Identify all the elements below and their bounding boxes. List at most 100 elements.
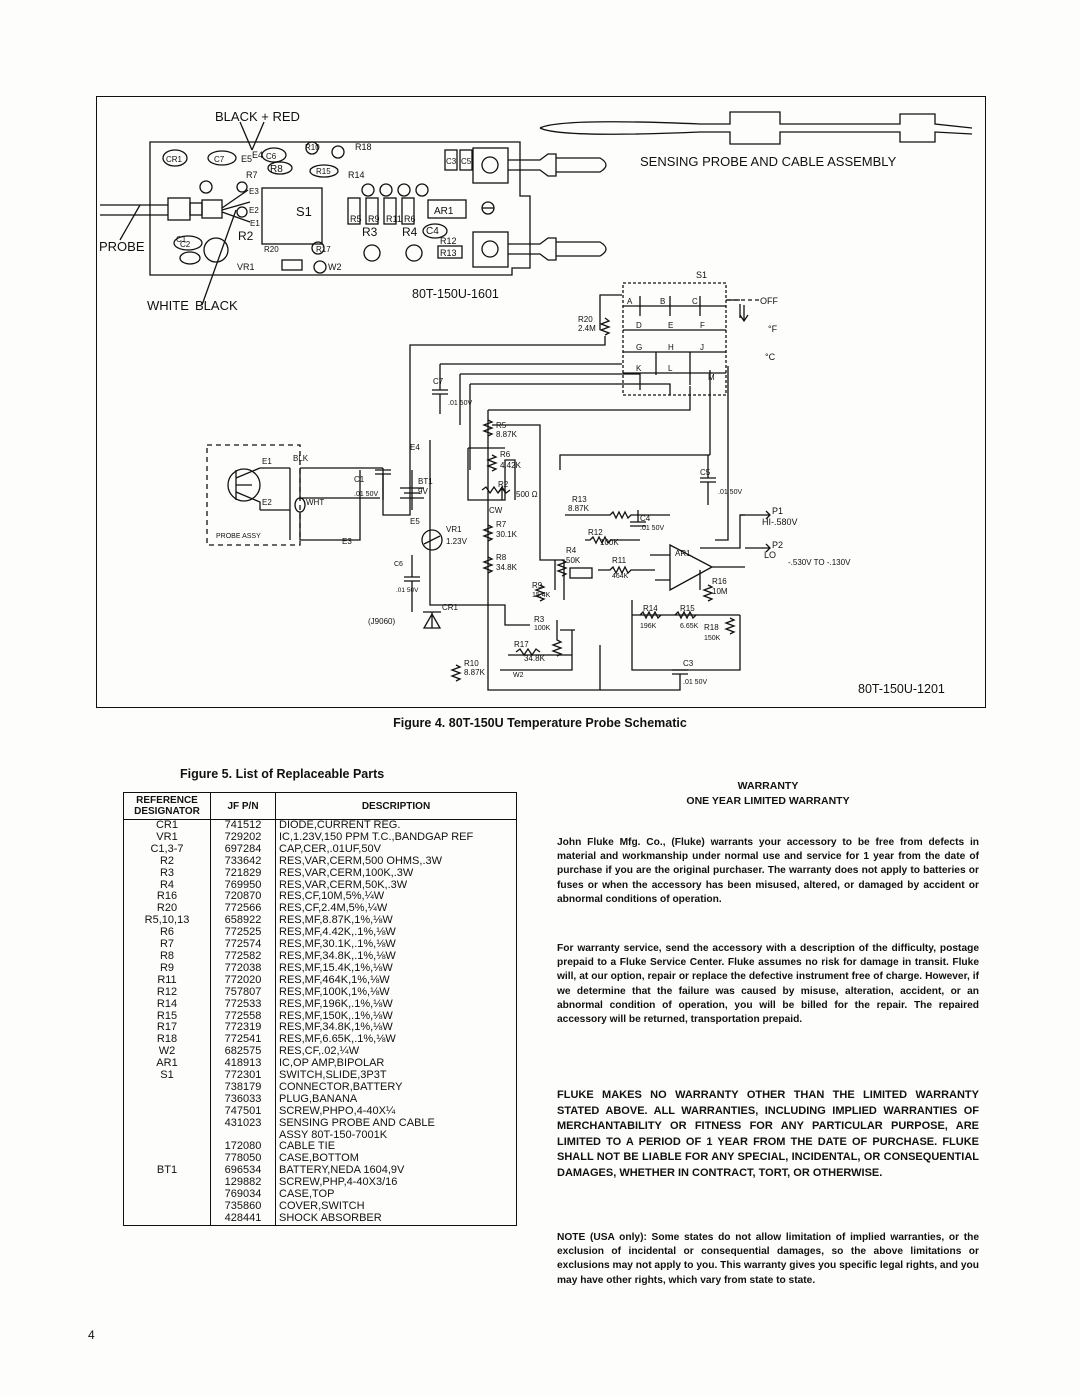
label-r2: R2 — [498, 480, 509, 489]
warranty-title: WARRANTY — [737, 780, 799, 792]
label-r3: R3 — [534, 615, 545, 624]
part-number-cell: 741512 — [210, 819, 276, 832]
part-number-cell: 772533 — [210, 998, 276, 1011]
label-lo: LO — [764, 550, 776, 560]
label-c3-value: .01 50V — [683, 679, 707, 686]
part-number-cell: 738179 — [210, 1081, 276, 1094]
ref-cell: R9 — [123, 962, 211, 975]
part-number-cell: 736033 — [210, 1093, 276, 1106]
parts-table: REFERENCE DESIGNATOR JF P/N DESCRIPTION … — [123, 792, 517, 1226]
ref-cell: R12 — [123, 986, 211, 999]
board-c6: C6 — [266, 152, 277, 161]
part-number-cell: 772566 — [210, 902, 276, 916]
description-cell: COVER,SWITCH — [275, 1200, 517, 1213]
board-c2: C2 — [180, 240, 191, 249]
ref-cell: R5,10,13 — [123, 914, 211, 928]
description-cell: CONNECTOR,BATTERY — [275, 1081, 517, 1094]
ref-cell: R2 — [123, 855, 211, 868]
description-cell: RES,MF,4.42K,.1%,⅛W — [275, 926, 517, 940]
label-c3: C3 — [683, 659, 694, 668]
description-cell: RES,MF,196K,.1%,⅛W — [275, 998, 517, 1011]
description-cell: IC,1.23V,150 PPM T.C.,BANDGAP REF — [275, 831, 517, 844]
board-r17: R17 — [316, 245, 331, 254]
label-r7-value: 30.1K — [496, 530, 518, 539]
sensing-probe — [539, 111, 973, 145]
switch-letter-g: G — [636, 343, 642, 352]
jack-top — [472, 147, 509, 184]
label-r10-value: 8.87K — [464, 668, 486, 677]
board-r7: R7 — [246, 170, 258, 180]
label-c5: C5 — [700, 468, 711, 477]
ref-cell — [123, 1141, 211, 1154]
label-r16-value: 10M — [712, 587, 728, 596]
label-hi: HI-.580V — [762, 517, 798, 527]
description-cell: SCREW,PHP,4-40X3/16 — [275, 1176, 517, 1190]
label-r3-value: 100K — [534, 625, 551, 632]
label-e2: E2 — [262, 498, 272, 507]
part-number-cell: 658922 — [210, 914, 276, 928]
part-number-cell: 772319 — [210, 1022, 276, 1035]
switch-letter-f: F — [700, 321, 705, 330]
board-w2: W2 — [328, 262, 342, 272]
label-r18: R18 — [704, 623, 719, 632]
label-r14: R14 — [643, 604, 658, 613]
label-r16: R16 — [712, 577, 727, 586]
label-r6-value: 4.42K — [500, 461, 522, 470]
board-e1: E1 — [250, 219, 260, 228]
label-assembly-title: SENSING PROBE AND CABLE ASSEMBLY — [640, 154, 897, 169]
label-vr1: VR1 — [446, 525, 462, 534]
part-number-cell: 772301 — [210, 1069, 276, 1082]
ref-cell: R4 — [123, 879, 211, 892]
label-c7-value: .01 50V — [448, 400, 472, 407]
switch-letter-l: L — [668, 364, 673, 373]
board-ar1: AR1 — [434, 206, 454, 217]
ref-cell: R11 — [123, 974, 211, 987]
part-number-cell: 697284 — [210, 843, 276, 856]
label-f: °F — [768, 324, 778, 334]
label-r20: R20 — [578, 315, 593, 324]
ref-cell: W2 — [123, 1045, 211, 1059]
ref-cell — [123, 1117, 211, 1130]
label-r11-value: 464K — [612, 573, 629, 580]
board-r5: R5 — [350, 214, 362, 224]
part-number-cell: 721829 — [210, 867, 276, 880]
ref-cell: BT1 — [123, 1164, 211, 1178]
part-number-cell: 772574 — [210, 938, 276, 951]
label-e5: E5 — [410, 517, 420, 526]
ref-cell — [123, 1201, 211, 1213]
description-cell: SWITCH,SLIDE,3P3T — [275, 1069, 517, 1082]
board-vr1: VR1 — [237, 262, 255, 272]
label-e4: E4 — [410, 443, 420, 452]
label-w2: W2 — [513, 672, 524, 679]
board-r13: R13 — [440, 248, 457, 258]
label-r15-value: 6.65K — [680, 623, 699, 630]
label-r17-value: 34.8K — [524, 654, 546, 663]
part-number-cell: 172080 — [210, 1141, 276, 1154]
board-cr1: CR1 — [166, 155, 183, 164]
label-probe: PROBE — [99, 239, 145, 254]
ref-cell: C1,3-7 — [123, 843, 211, 856]
description-cell: RES,MF,6.65K,.1%,⅛W — [275, 1033, 517, 1047]
switch-letter-e: E — [668, 321, 673, 330]
probe-connector — [167, 197, 191, 221]
warranty-paragraph-3: FLUKE MAKES NO WARRANTY OTHER THAN THE L… — [557, 1089, 979, 1179]
board-r6: R6 — [404, 214, 416, 224]
figure-4-caption: Figure 4. 80T-150U Temperature Probe Sch… — [393, 716, 687, 730]
warranty-paragraph-2: For warranty service, send the accessory… — [557, 943, 979, 1026]
label-c4: C4 — [640, 514, 651, 523]
